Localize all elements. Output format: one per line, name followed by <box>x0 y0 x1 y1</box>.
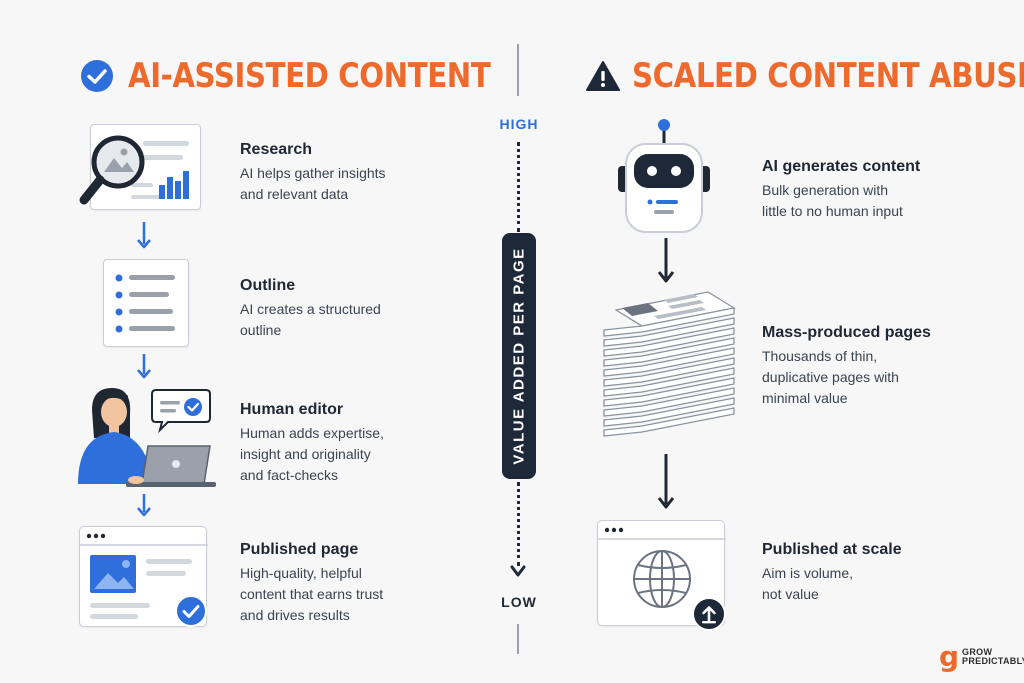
page-stack-icon <box>603 291 736 437</box>
mass-produced-title: Mass-produced pages <box>762 324 931 341</box>
published-scale-title: Published at scale <box>762 541 902 558</box>
outline-desc-line: outline <box>240 322 282 338</box>
outline-desc-line: AI creates a structured <box>240 301 381 317</box>
published-scale-desc: Aim is volume, not value <box>762 563 992 605</box>
research-desc-line: AI helps gather insights <box>240 165 386 181</box>
flow-arrow-down-icon <box>137 222 151 249</box>
research-title: Research <box>240 141 313 158</box>
human-editor-desc-line: Human adds expertise, <box>240 425 384 441</box>
ai-generates-desc-line: little to no human input <box>762 203 903 219</box>
mass-produced-desc: Thousands of thin, duplicative pages wit… <box>762 346 992 409</box>
ai-generates-desc: Bulk generation with little to no human … <box>762 180 992 222</box>
mass-produced-desc-line: minimal value <box>762 390 848 406</box>
published-page-desc-line: and drives results <box>240 607 350 623</box>
outline-text: Outline AI creates a structured outline <box>240 277 440 341</box>
human-editor-desc-line: insight and originality <box>240 446 371 462</box>
mass-produced-desc-line: duplicative pages with <box>762 369 899 385</box>
human-editor-desc: Human adds expertise, insight and origin… <box>240 423 440 486</box>
published-page-desc-line: content that earns trust <box>240 586 384 602</box>
left-heading: AI-ASSISTED CONTENT <box>80 56 549 96</box>
chart-icon <box>131 141 189 199</box>
axis-label-pill: VALUE ADDED PER PAGE <box>502 233 536 479</box>
ai-generates-text: AI generates content Bulk generation wit… <box>762 158 992 222</box>
warning-icon <box>586 61 620 91</box>
browser-window-icon <box>80 533 208 619</box>
axis-dotted-line-top <box>517 142 520 232</box>
flow-arrow-down-icon <box>657 238 675 283</box>
divider-bottom <box>517 624 519 654</box>
chat-bubble-icon <box>151 389 211 434</box>
human-editor-text: Human editor Human adds expertise, insig… <box>240 401 440 486</box>
human-editor-title: Human editor <box>240 401 344 418</box>
ai-generates-desc-line: Bulk generation with <box>762 182 889 198</box>
published-check-icon <box>175 595 207 627</box>
outline-desc: AI creates a structured outline <box>240 299 440 341</box>
magnifier-icon <box>79 135 145 205</box>
list-icon <box>115 274 175 333</box>
mass-produced-desc-line: Thousands of thin, <box>762 348 878 364</box>
axis-arrow-down-icon <box>510 565 526 577</box>
axis-dotted-line-bottom <box>517 482 520 566</box>
flow-arrow-down-icon <box>137 494 151 517</box>
human-editor-illustration <box>78 388 216 487</box>
published-scale-desc-line: Aim is volume, <box>762 565 854 581</box>
brand-line-1: GROW <box>962 647 993 657</box>
left-title: AI-ASSISTED CONTENT <box>128 56 491 96</box>
research-desc: AI helps gather insights and relevant da… <box>240 163 440 205</box>
axis-label: VALUE ADDED PER PAGE <box>510 247 528 465</box>
divider-top <box>517 44 519 96</box>
globe-icon <box>598 527 726 608</box>
human-editor-desc-line: and fact-checks <box>240 467 339 483</box>
robot-icon <box>618 119 710 233</box>
outline-title: Outline <box>240 277 296 294</box>
flow-arrow-down-icon <box>137 354 151 379</box>
published-scale-text: Published at scale Aim is volume, not va… <box>762 541 992 605</box>
axis-low-label: LOW <box>501 594 537 610</box>
research-desc-line: and relevant data <box>240 186 349 202</box>
right-title: SCALED CONTENT ABUSE <box>632 56 1024 96</box>
published-page-desc: High-quality, helpful content that earns… <box>240 563 440 626</box>
research-text: Research AI helps gather insights and re… <box>240 141 440 205</box>
brand-logo: g GROW PREDICTABLY <box>939 640 1024 673</box>
published-page-desc-line: High-quality, helpful <box>240 565 362 581</box>
ai-generates-title: AI generates content <box>762 158 921 175</box>
brand-logo-mark: g <box>939 640 960 673</box>
flow-arrow-down-icon <box>657 454 675 509</box>
published-scale-desc-line: not value <box>762 586 819 602</box>
outline-illustration <box>103 259 189 347</box>
axis-high-label: HIGH <box>499 116 539 132</box>
mass-produced-text: Mass-produced pages Thousands of thin, d… <box>762 324 992 409</box>
check-circle-icon <box>81 60 113 92</box>
published-page-title: Published page <box>240 541 359 558</box>
brand-line-2: PREDICTABLY <box>962 656 1024 666</box>
upload-badge-icon <box>692 597 726 631</box>
brand-wordmark: GROW PREDICTABLY <box>962 648 1024 666</box>
published-page-text: Published page High-quality, helpful con… <box>240 541 440 626</box>
right-heading: SCALED CONTENT ABUSE <box>586 56 1024 96</box>
